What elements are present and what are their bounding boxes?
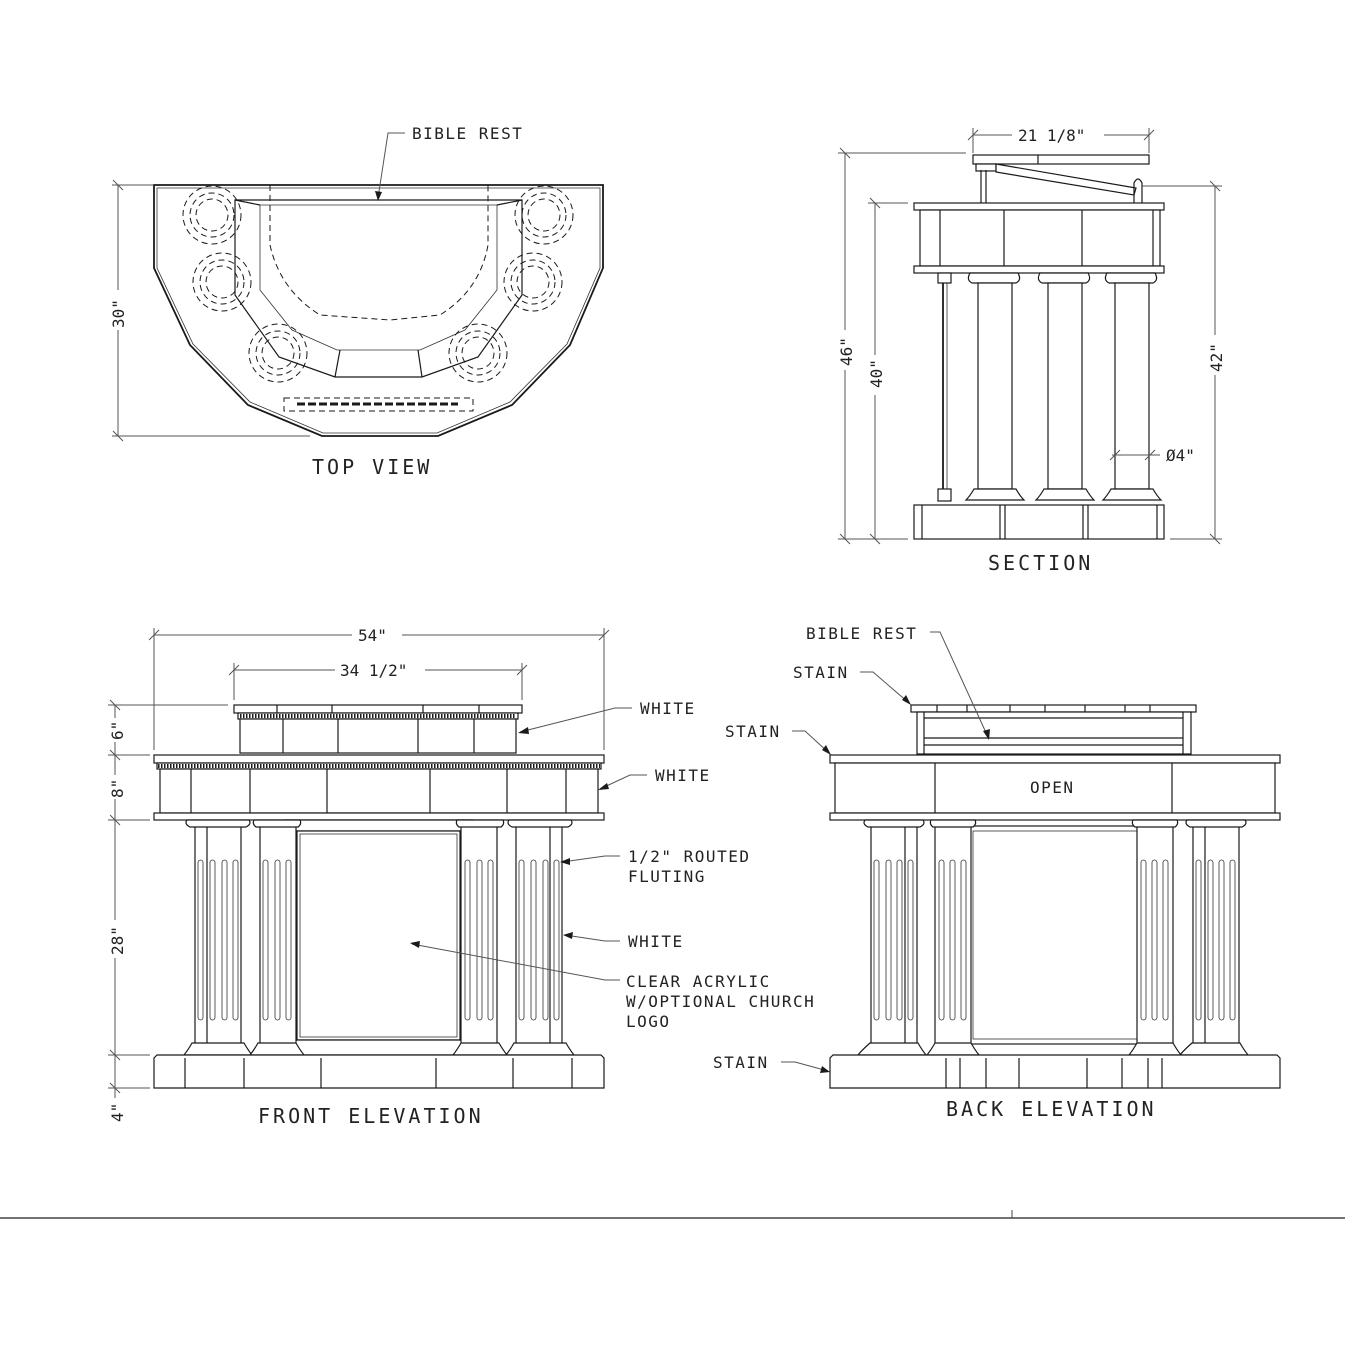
- front-overall-width-dimension: 54": [358, 626, 387, 645]
- front-columns-dimension: 28": [108, 926, 127, 955]
- top-view-bible-rest-callout: BIBLE REST: [412, 124, 523, 143]
- column-hidden-circles: [182, 185, 574, 383]
- front-elevation: 54" 34 1/2" 6" 8" 28" 4" WHITE WH: [106, 626, 815, 1128]
- section-top-width-dimension: 21 1/8": [1018, 126, 1085, 145]
- back-open-label: OPEN: [1030, 778, 1075, 797]
- callout-acrylic-line2: W/OPTIONAL CHURCH: [626, 992, 815, 1011]
- callout-body-white: WHITE: [655, 766, 711, 785]
- section-view: 21 1/8" 46" 40" 42" Ø4" SECTION: [836, 126, 1226, 575]
- section-columns: [964, 272, 1163, 501]
- callout-acrylic-line1: CLEAR ACRYLIC: [626, 972, 771, 991]
- top-view: BIBLE REST 30" TOP VIEW: [109, 124, 604, 479]
- callout-acrylic-line3: LOGO: [626, 1012, 671, 1031]
- back-top-stain-callout: STAIN: [793, 663, 849, 682]
- front-base-dimension: 4": [108, 1103, 127, 1122]
- callout-column-white: WHITE: [628, 932, 684, 951]
- section-title: SECTION: [988, 551, 1093, 575]
- section-overall-height-dimension: 46": [837, 337, 856, 366]
- back-bible-rest-callout: BIBLE REST: [806, 624, 917, 643]
- section-column-diameter-dimension: Ø4": [1166, 446, 1195, 465]
- callout-fluting-line2: FLUTING: [628, 867, 706, 886]
- back-base-stain-callout: STAIN: [713, 1053, 769, 1072]
- back-body-stain-callout: STAIN: [725, 722, 781, 741]
- top-view-depth-dimension: 30": [109, 299, 128, 328]
- back-fluted-columns: [856, 819, 1250, 1056]
- back-elevation-title: BACK ELEVATION: [946, 1097, 1157, 1121]
- front-elevation-title: FRONT ELEVATION: [258, 1104, 484, 1128]
- front-fluted-columns: [182, 819, 576, 1056]
- section-body-height-dimension: 40": [867, 359, 886, 388]
- front-top-width-dimension: 34 1/2": [340, 661, 407, 680]
- front-top-cap-dimension: 6": [108, 721, 127, 740]
- sheet-border: [0, 1210, 1345, 1219]
- back-elevation: OPEN: [713, 624, 1281, 1121]
- callout-fluting-line1: 1/2" ROUTED: [628, 847, 750, 866]
- front-body-dimension: 8": [108, 779, 127, 798]
- callout-top-cap-white: WHITE: [640, 699, 696, 718]
- section-rest-height-dimension: 42": [1207, 343, 1226, 372]
- top-view-title: TOP VIEW: [312, 455, 432, 479]
